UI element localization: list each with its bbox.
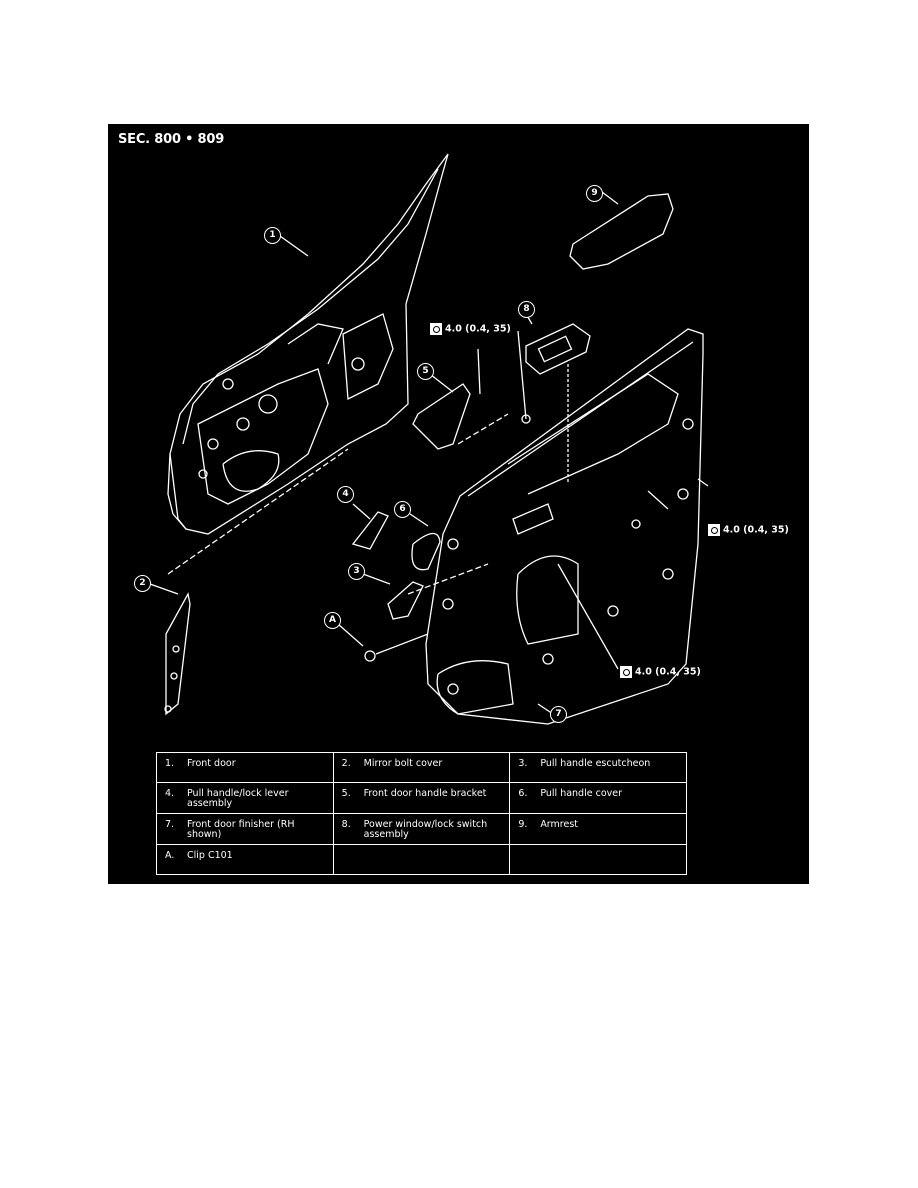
legend-row: 7. Front door finisher (RH shown) 8. Power… [156,813,687,845]
torque-label-2: 4.0 (0.4, 35) [708,524,789,536]
legend-cell: 8. Power window/lock switch assembly [332,813,511,845]
legend-number: 5. [341,788,351,799]
callout-8: 8 [518,301,535,318]
legend-text: Front door handle bracket [363,788,487,799]
legend-number: 2. [341,758,351,769]
callout-a: A [324,612,341,629]
legend-cell: 3. Pull handle escutcheon [509,752,687,783]
legend-text: Mirror bolt cover [363,758,443,769]
callout-9: 9 [586,185,603,202]
legend-text: Clip C101 [187,850,233,861]
section-title: SEC. 800 • 809 [118,132,225,147]
legend-number: 9. [518,819,528,830]
legend-cell: 1. Front door [156,752,334,783]
torque-wrench-icon [708,524,720,536]
legend-number: 1. [165,758,175,769]
legend-number: 4. [165,788,175,799]
legend-number: A. [165,850,175,861]
bracket-shape [412,383,471,450]
legend-text: Pull handle cover [540,788,622,799]
legend-cell: A. Clip C101 [156,844,334,875]
callout-3: 3 [348,563,365,580]
callout-5: 5 [417,363,434,380]
legend-cell: 4. Pull handle/lock lever assembly [156,782,334,814]
legend-cell: 9. Armrest [509,813,687,845]
legend-text: Front door [187,758,236,769]
legend-row: 1. Front door 2. Mirror bolt cover 3. Pull … [156,752,687,783]
legend-cell [332,844,511,875]
clip-shape [364,650,376,662]
legend-text: Power window/lock switch assembly [363,819,488,840]
torque-wrench-icon [620,666,632,678]
callout-4: 4 [337,486,354,503]
parts-legend-table: 1. Front door 2. Mirror bolt cover 3. Pull … [156,752,687,875]
legend-cell: 2. Mirror bolt cover [332,752,511,783]
callout-2: 2 [134,575,151,592]
legend-cell: 6. Pull handle cover [509,782,687,814]
legend-cell: 7. Front door finisher (RH shown) [156,813,334,845]
legend-number: 8. [341,819,351,830]
pull-handle-cover-shape [411,532,441,571]
torque-label-1: 4.0 (0.4, 35) [430,323,511,335]
legend-cell: 5. Front door handle bracket [332,782,511,814]
switch-shape [525,323,591,375]
legend-cell [509,844,687,875]
callout-6: 6 [394,501,411,518]
door-finisher-shape [425,328,704,725]
legend-text: Armrest [540,819,579,830]
legend-number: 6. [518,788,528,799]
callout-7: 7 [550,706,567,723]
pull-handle-shape [351,511,389,550]
armrest-shape [569,193,674,270]
callout-1: 1 [264,227,281,244]
legend-row: 4. Pull handle/lock lever assembly 5. Fron… [156,782,687,814]
legend-text: Pull handle escutcheon [540,758,651,769]
mirror-bolt-cover-shape [165,592,191,716]
exploded-diagram: SEC. 800 • 809 1 2 3 4 5 6 7 8 9 A 4.0 (… [108,124,809,884]
legend-text: Pull handle/lock lever assembly [187,788,289,809]
legend-number: 7. [165,819,175,830]
legend-row: A. Clip C101 [156,844,687,875]
legend-number: 3. [518,758,528,769]
diagram-artwork [149,153,709,725]
escutcheon-shape [387,581,424,620]
torque-label-3: 4.0 (0.4, 35) [620,666,701,678]
torque-wrench-icon [430,323,442,335]
legend-text: Front door finisher (RH shown) [187,819,295,840]
front-door-shape [167,153,449,535]
